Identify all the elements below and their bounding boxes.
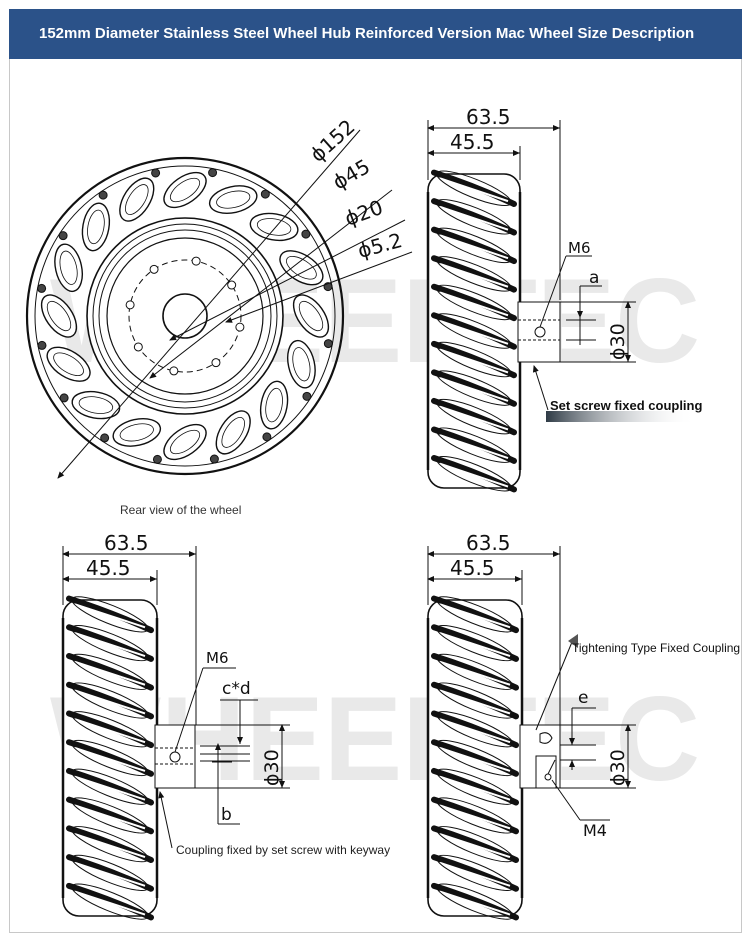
bl-label-cd: c*d [222,679,251,699]
br-label-e: e [578,688,588,708]
br-width-total: 63.5 [466,531,511,555]
tr-label-a: a [589,268,599,288]
br-callout-arrow [568,634,578,648]
br-callout: Tightening Type Fixed Coupling [572,641,740,655]
side-wheel-top-right [426,169,522,493]
rear-view-caption: Rear view of the wheel [120,503,241,517]
bl-label-b: b [221,805,232,825]
page-header: 152mm Diameter Stainless Steel Wheel Hub… [9,9,742,59]
dim-d20: ϕ20 [342,195,387,231]
side-wheel-bottom-left [61,595,159,921]
bl-diameter: ϕ30 [261,749,283,786]
tr-thread-m6: M6 [568,239,591,257]
tr-width-total: 63.5 [466,105,511,129]
content-frame [9,59,742,933]
bl-callout: Coupling fixed by set screw with keyway [176,843,390,857]
br-width-inner: 45.5 [450,556,495,580]
side-view-bottom-right: 63.5 45.5 e ϕ30 M4 Tightening Type Fixed… [426,531,740,921]
tr-callout-bar [546,411,696,422]
hub-holes [125,256,245,376]
dim-d45: ϕ45 [329,154,374,194]
bl-width-inner: 45.5 [86,556,131,580]
side-wheel-bottom-right [426,595,524,921]
br-thread-m4: M4 [583,821,607,840]
br-diameter: ϕ30 [607,749,629,786]
bl-width-total: 63.5 [104,531,149,555]
rear-rollers [37,168,333,464]
tr-diameter: ϕ30 [607,323,629,360]
tr-callout: Set screw fixed coupling [550,398,702,413]
bl-thread-m6: M6 [206,649,229,667]
tr-width-inner: 45.5 [450,130,495,154]
rear-dimension-lines [57,129,413,479]
side-view-top-right: 63.5 45.5 M6 a ϕ30 Set screw fixed coupl… [426,105,702,493]
page-title: 152mm Diameter Stainless Steel Wheel Hub… [39,25,695,42]
side-view-bottom-left: 63.5 45.5 M6 c*d b ϕ30 Coupling fixed by… [61,531,390,921]
rear-view-wheel [25,156,345,476]
